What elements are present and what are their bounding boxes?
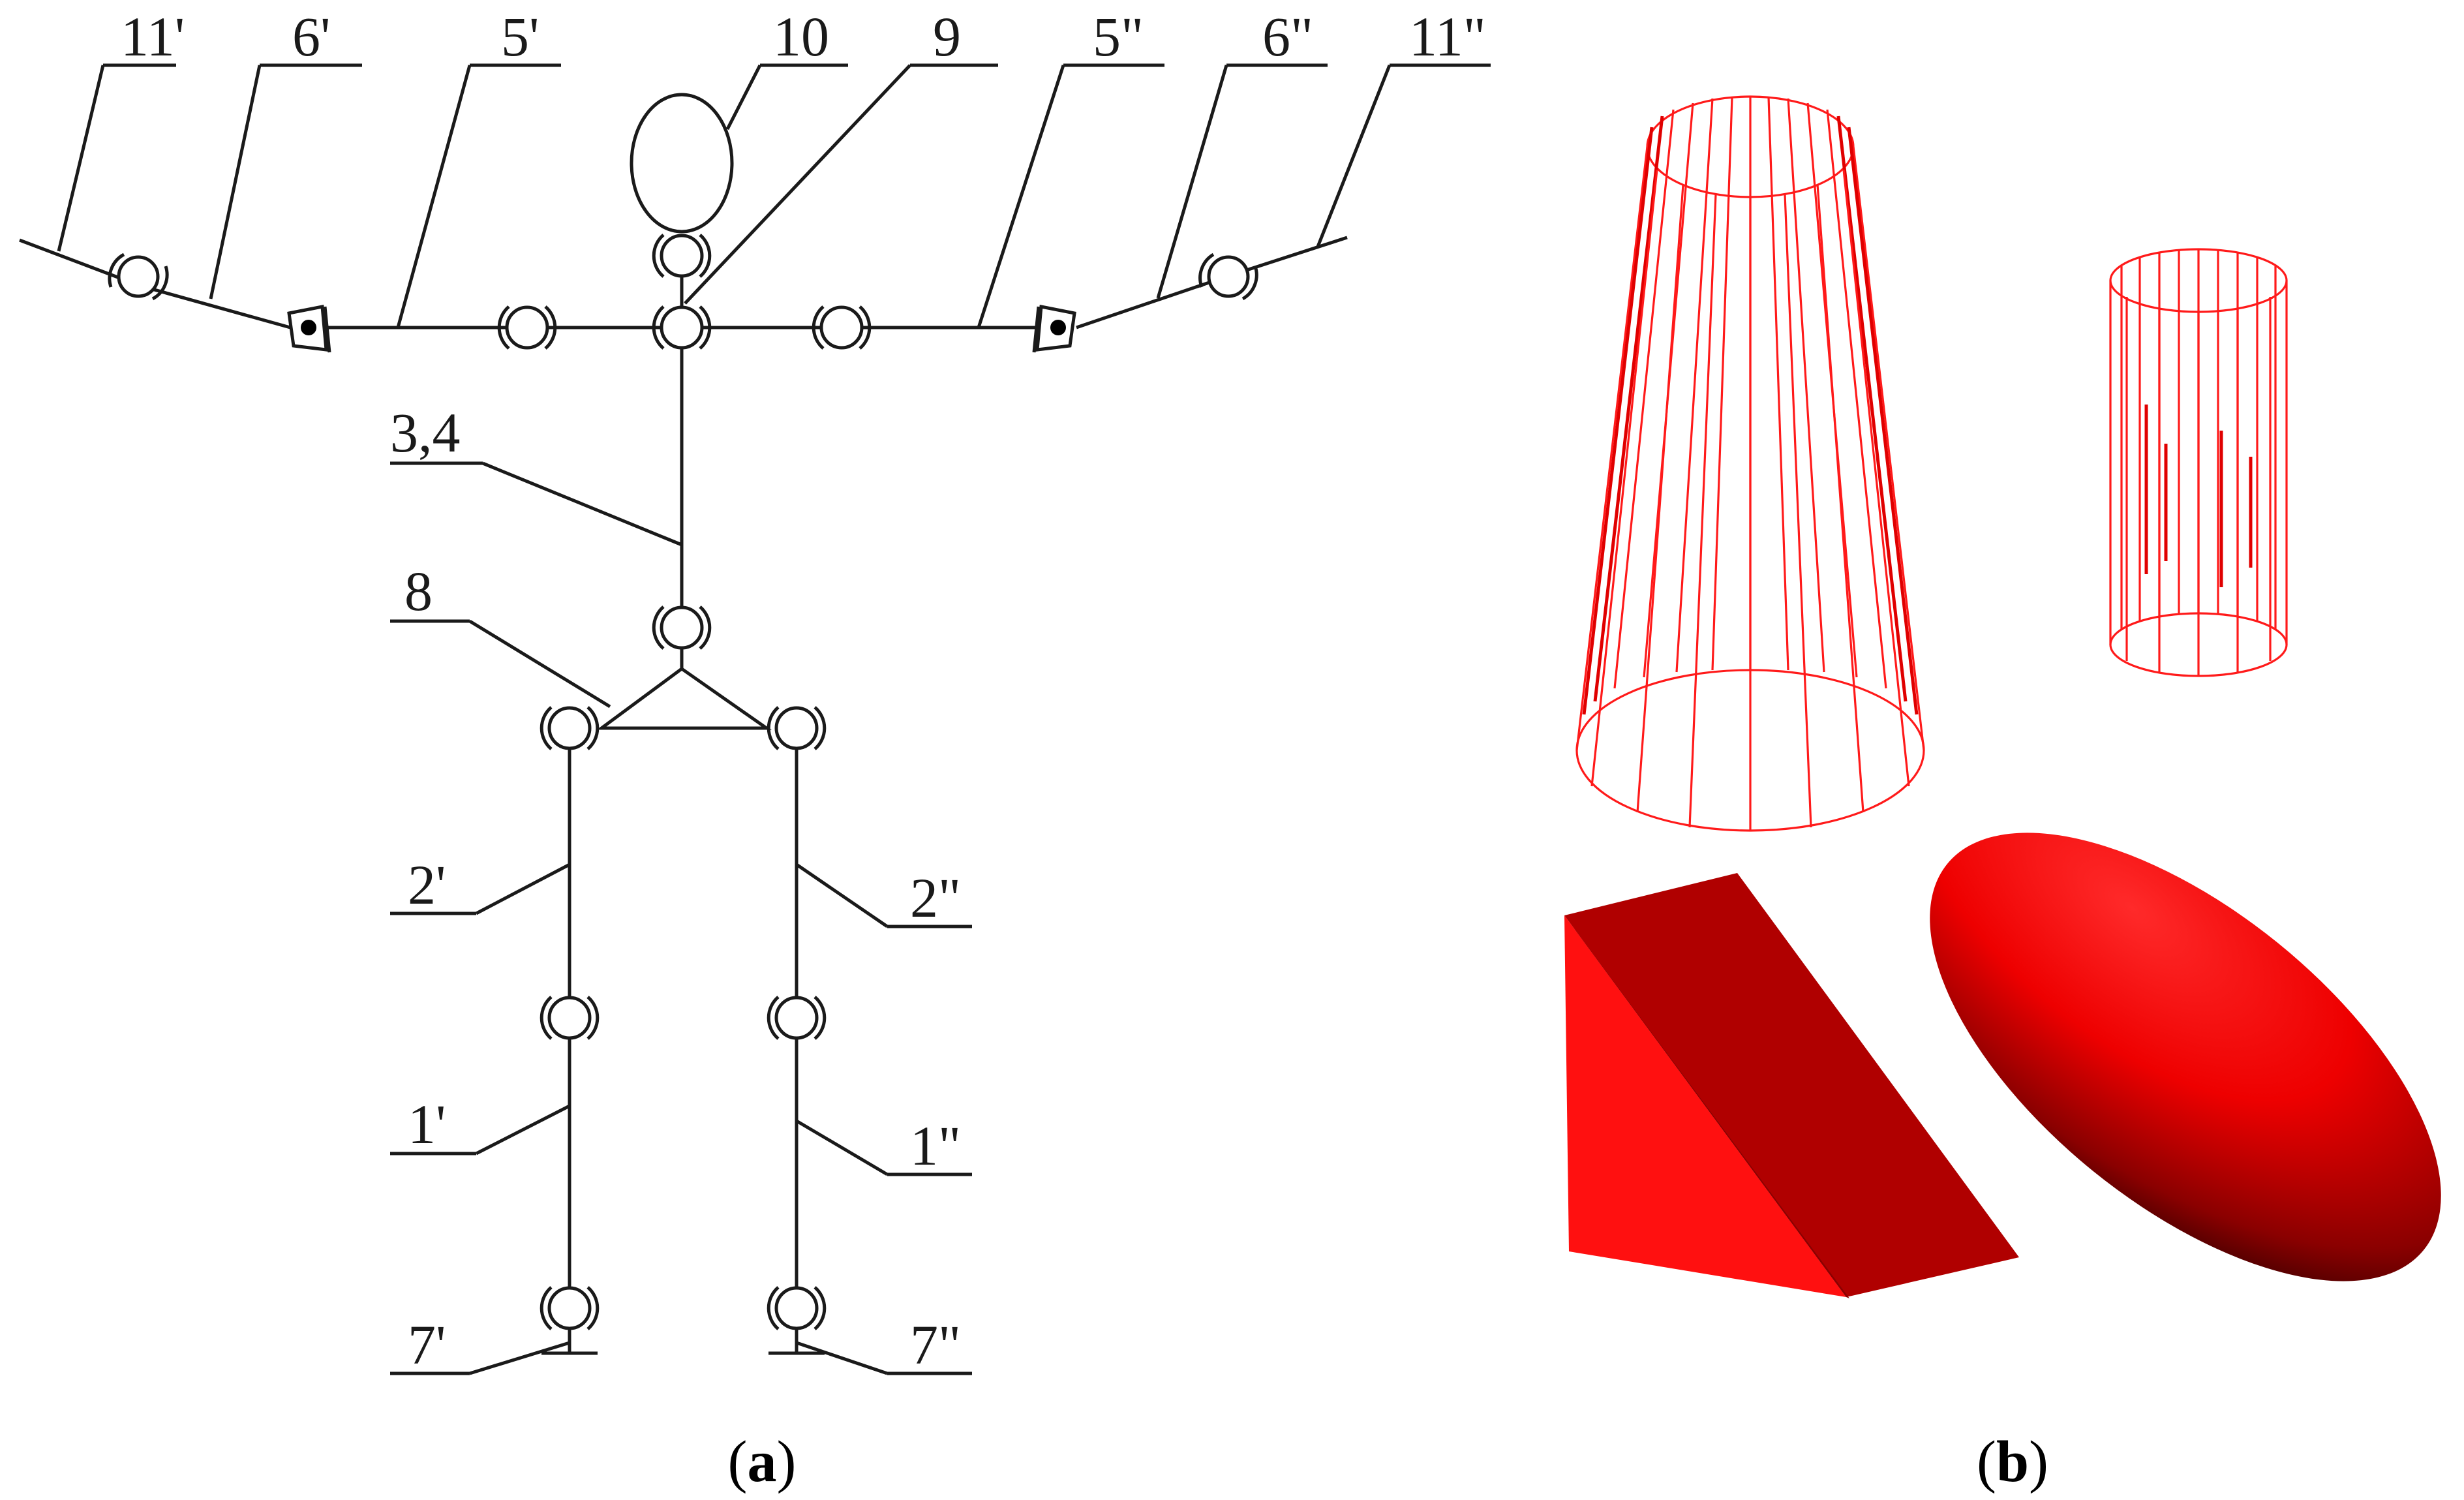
label-5-prime: 5'	[501, 5, 540, 68]
joint-right-wrist	[1198, 253, 1258, 301]
label-7-prime: 7'	[408, 1313, 446, 1376]
leader-7pp	[796, 1341, 888, 1375]
joint-lumbar	[652, 605, 712, 650]
label-6-double-prime: 6"	[1262, 5, 1313, 68]
leader-2p	[475, 863, 571, 915]
head-ellipse	[630, 93, 734, 234]
panel-b-3d-primitives: (b)	[1564, 95, 2441, 1494]
leader-1pp	[795, 1119, 889, 1176]
solid-ellipsoid	[1930, 833, 2441, 1281]
leader-10	[725, 64, 762, 130]
label-11-double-prime: 11"	[1409, 5, 1486, 68]
label-10: 10	[773, 5, 829, 68]
leader-8	[468, 619, 611, 709]
joint-right-shoulder	[812, 305, 872, 350]
joint-right-elbow	[1032, 305, 1076, 353]
label-6-prime: 6'	[292, 5, 331, 68]
leader-9	[684, 64, 911, 305]
joint-right-knee	[767, 996, 827, 1040]
solid-triangular-prism	[1564, 873, 2019, 1298]
joint-left-hip	[540, 706, 600, 750]
leader-lines	[57, 63, 1491, 1375]
panel-a-skeleton-diagram: 11' 6' 5' 10 9 5" 6" 11" 3,4 8 2' 2" 1' …	[19, 5, 1491, 1494]
label-5-double-prime: 5"	[1093, 5, 1144, 68]
part-labels: 11' 6' 5' 10 9 5" 6" 11" 3,4 8 2' 2" 1' …	[121, 5, 1486, 1376]
joint-right-hip	[767, 706, 827, 750]
skeleton-links	[19, 236, 1348, 1355]
joint-left-elbow	[287, 305, 331, 353]
label-3-4: 3,4	[390, 401, 461, 464]
leader-6pp	[1156, 65, 1228, 299]
joint-right-ankle	[767, 1286, 827, 1330]
leader-6p	[209, 65, 262, 299]
leader-1p	[475, 1104, 571, 1156]
label-11-prime: 11'	[121, 5, 185, 68]
joint-left-ankle	[540, 1286, 600, 1330]
leader-7p	[469, 1341, 570, 1375]
joint-chest	[652, 305, 712, 350]
leader-34	[482, 461, 682, 547]
wireframe-cylinder	[2109, 248, 2288, 677]
leader-5p	[396, 65, 472, 328]
label-8: 8	[404, 560, 433, 622]
pelvis-triangle	[596, 667, 772, 730]
spherical-joints	[108, 234, 1258, 1330]
right-forearm-link	[1076, 275, 1227, 329]
leader-11p	[57, 65, 105, 252]
label-9: 9	[933, 5, 961, 68]
joint-left-knee	[540, 996, 600, 1040]
label-1-prime: 1'	[408, 1093, 446, 1156]
caption-a: (a)	[728, 1430, 797, 1494]
label-1-double-prime: 1"	[910, 1114, 961, 1177]
leader-11pp	[1316, 65, 1392, 247]
joint-left-shoulder	[497, 305, 557, 350]
leader-2pp	[795, 863, 889, 928]
joint-neck	[652, 234, 712, 278]
label-2-prime: 2'	[408, 853, 446, 916]
joint-left-wrist	[108, 253, 169, 301]
left-forearm-link	[140, 284, 291, 329]
caption-b: (b)	[1977, 1430, 2048, 1494]
leader-5pp	[977, 65, 1065, 328]
revolute-joints	[287, 305, 1076, 353]
wireframe-truncated-cone	[1575, 95, 1925, 832]
label-2-double-prime: 2"	[910, 866, 961, 929]
label-7-double-prime: 7"	[910, 1313, 961, 1376]
